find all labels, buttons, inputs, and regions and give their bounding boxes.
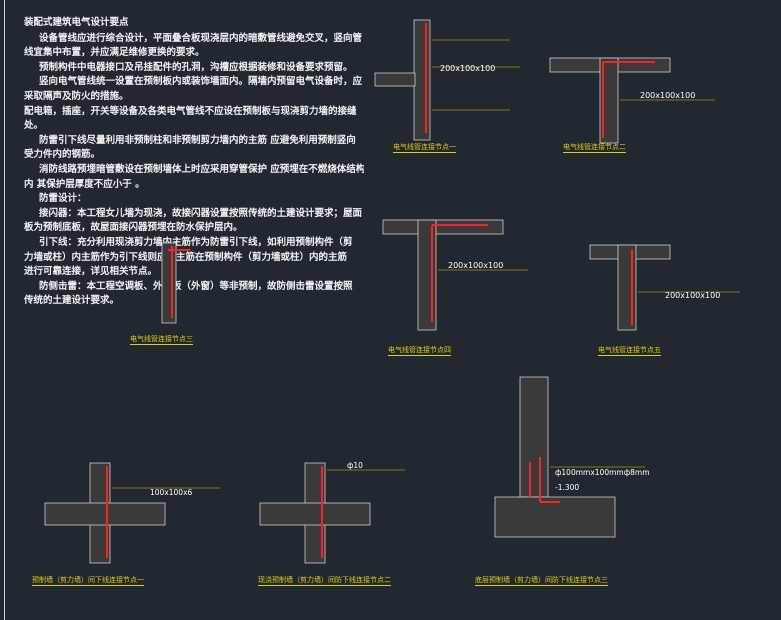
- note-line: 消防线路预埋暗管敷设在预制墙体上时应采用穿管保护 应预埋在不燃烧体结构: [39, 163, 364, 175]
- note-line: 防雷引下线尽量利用非预制柱和非预制剪力墙内的主筋 应避免利用预制竖向: [39, 134, 356, 146]
- detail-4-drawing: 200x100x100: [589, 244, 740, 331]
- note-line: 防侧击雷：本工程空调板、外墙板（外窗）等非预制，故防侧击雷设置按照: [39, 280, 353, 292]
- note-line: 设备管线应进行综合设计，平面叠合板现浇层内的暗敷管线避免交叉，竖向管: [39, 32, 363, 44]
- design-notes: 装配式建筑电气设计要点 设备管线应进行综合设计，平面叠合板现浇层内的暗敷管线避免…: [24, 16, 364, 309]
- box-dimension-label: 200x100x100: [440, 64, 495, 73]
- notes-title: 装配式建筑电气设计要点: [24, 17, 129, 28]
- note-line: 传统的土建设计要求。: [24, 295, 120, 307]
- note-line: 板为预制底板，故屋面接闪器预埋在防水保护层内。: [24, 222, 243, 234]
- detail-3-drawing: 200x100x100: [382, 219, 528, 331]
- note-line: 内 其保护层厚度不应小于 。: [24, 178, 145, 190]
- note-line: 竖向电气管线统一设置在预制板内或装饰墙面内。隔墙内预留电气设备时，应: [39, 76, 363, 88]
- bottom-detail-3-caption: 底层预制墙（剪力墙）间防下线连接节点三: [475, 576, 608, 586]
- note-line: 防雷设计：: [39, 193, 87, 205]
- note-line: 接闪器：本工程女儿墙为现浇，故接闪器设置按照传统的土建设计要求；屋面: [39, 207, 363, 219]
- level-label: -1.300: [555, 483, 579, 492]
- note-line: 预制构件中电器接口及吊挂配件的孔洞，沟槽应根据装修和设备要求预留。: [39, 61, 353, 73]
- detail-2-drawing: 200x100x100: [549, 57, 715, 144]
- box-dimension-label: 100x100x6: [150, 488, 193, 497]
- detail-overlap-caption: 电气线管连接节点三: [130, 335, 193, 345]
- bottom-detail-2-caption: 现浇预制墙（剪力墙）间防下线连接节点二: [258, 576, 391, 586]
- box-dimension-label: ф100mmx100mmф8mm: [555, 468, 650, 477]
- bottom-detail-1-caption: 预制墙（剪力墙）间下线连接节点一: [32, 576, 144, 586]
- note-line: 处。: [24, 120, 44, 132]
- note-line: 进行可靠连接，详见相关节点。: [24, 266, 158, 278]
- bottom-detail-3-drawing: ф100mmx100mmф8mm -1.300: [494, 376, 650, 538]
- detail-3-caption: 电气线管连接节点四: [388, 346, 451, 356]
- detail-1-caption: 电气线管连接节点一: [393, 143, 456, 153]
- box-dimension-label: 200x100x100: [640, 91, 695, 100]
- note-line: 采取隔声及防火的措施。: [24, 90, 129, 102]
- detail-4-caption: 电气线管连接节点五: [598, 346, 661, 356]
- detail-1-drawing: 200x100x100: [374, 19, 520, 141]
- box-dimension-label: ф10: [347, 461, 363, 470]
- note-line: 配电箱，插座，开关等设备及各类电气管线不应设在预制板与现浇剪力墙的接缝: [24, 105, 357, 117]
- bottom-detail-1-drawing: 100x100x6: [44, 462, 220, 564]
- note-line: 受力件内的钢筋。: [24, 149, 101, 161]
- note-line: 线宜集中布置，并应满足维修更换的要求。: [24, 47, 205, 59]
- drawing-border-line: [4, 0, 5, 620]
- detail-2-caption: 电气线管连接节点二: [563, 143, 626, 153]
- detail-overlap-drawing: [161, 242, 190, 324]
- box-dimension-label: 200x100x100: [665, 291, 720, 300]
- box-dimension-label: 200x100x100: [448, 261, 503, 270]
- note-line: 力墙或柱）内主筋作为引下线则应与主筋在预制构件（剪力墙或柱）内的主筋: [24, 251, 348, 263]
- note-line: 引下线：充分利用现浇剪力墙内主筋作为防雷引下线，如利用预制构件（剪: [39, 236, 353, 248]
- bottom-detail-2-drawing: ф10: [259, 461, 405, 564]
